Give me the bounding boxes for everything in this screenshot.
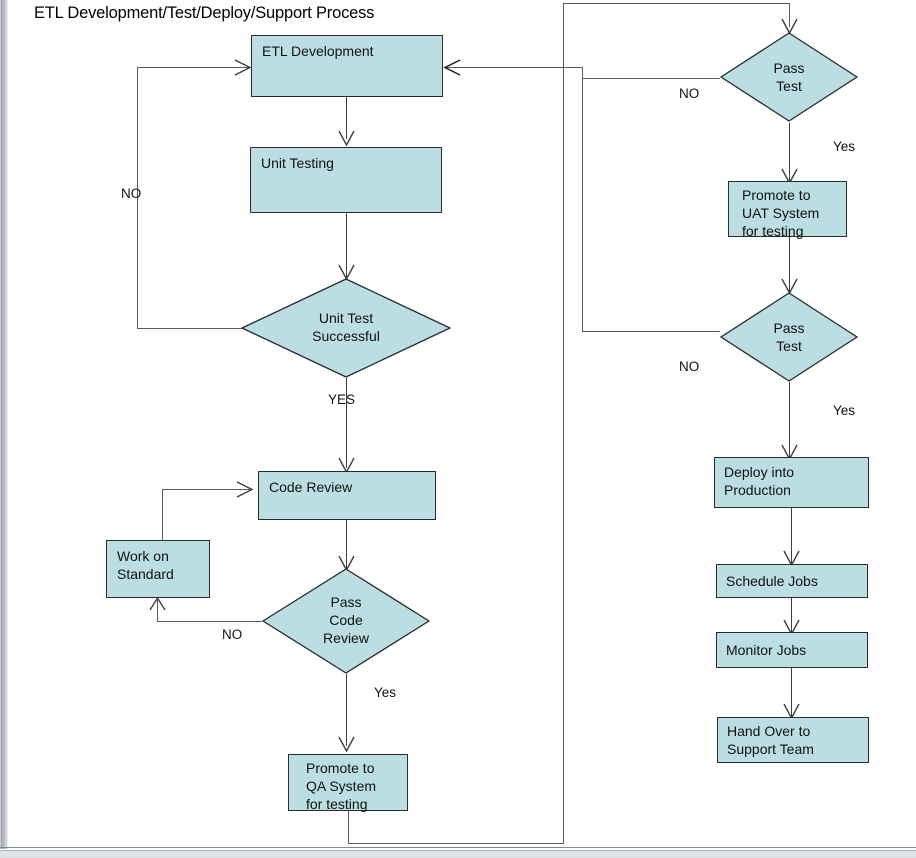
node-promote-to-uat[interactable]: Promote to UAT System for testing <box>728 181 847 239</box>
node-label-unit-test-successful: Unit Test Successful <box>312 310 380 344</box>
connector-code-review-to-decision <box>346 520 347 568</box>
connector-into-pass-test-qa <box>789 3 790 27</box>
node-schedule-jobs[interactable]: Schedule Jobs <box>716 564 868 598</box>
connector-code-review-no-horizontal <box>157 621 262 622</box>
connector-qa-top-to-pass-test <box>563 3 789 4</box>
node-label-pass-test-qa: Pass Test <box>773 60 805 94</box>
node-hand-over-to-support[interactable]: Hand Over to Support Team <box>717 717 869 763</box>
arrowhead-etl-development-left <box>234 59 252 76</box>
connector-uat-to-pass-test <box>789 237 790 293</box>
window-bottom-border <box>0 850 916 858</box>
connector-schedule-to-monitor <box>791 598 792 632</box>
node-label-schedule-jobs: Schedule Jobs <box>726 573 818 589</box>
arrowhead-work-on-standard <box>149 597 166 611</box>
node-unit-testing[interactable]: Unit Testing <box>250 147 442 213</box>
window-bottom-divider <box>0 847 916 848</box>
node-label-hand-over-to-support: Hand Over to Support Team <box>727 723 814 757</box>
connector-uat-test-no-horizontal <box>582 331 720 332</box>
node-label-promote-to-uat: Promote to UAT System for testing <box>742 187 820 239</box>
connector-qa-right <box>348 843 564 844</box>
connector-qa-test-no-horizontal <box>582 78 720 79</box>
node-work-on-standard[interactable]: Work on Standard <box>106 540 210 598</box>
window-right-border <box>909 0 916 849</box>
node-code-review[interactable]: Code Review <box>258 471 436 520</box>
connector-work-standard-to-code-review-vertical <box>162 489 163 540</box>
connector-qa-test-no-to-etl <box>444 67 583 68</box>
connector-uat-test-yes <box>789 382 790 457</box>
connector-qa-up-to-pass-test <box>563 3 564 844</box>
page-title: ETL Development/Test/Deploy/Support Proc… <box>34 4 375 22</box>
arrowhead-promote-to-qa <box>338 736 355 754</box>
node-promote-to-qa[interactable]: Promote to QA System for testing <box>288 754 408 812</box>
edge-label-qa-test-no: NO <box>679 86 700 101</box>
node-label-pass-code-review: Pass Code Review <box>323 594 369 646</box>
node-label-deploy-into-production: Deploy into Production <box>724 464 795 498</box>
edge-label-code-review-no: NO <box>222 627 243 642</box>
connector-unit-test-yes <box>346 378 347 468</box>
connector-qa-test-yes <box>789 123 790 181</box>
node-etl-development[interactable]: ETL Development <box>251 35 443 97</box>
edge-label-code-review-yes: Yes <box>374 685 397 700</box>
connector-unit-test-no-horizontal-top <box>137 67 250 68</box>
connector-work-standard-to-code-review-horizontal <box>162 489 250 490</box>
edge-label-qa-test-yes: Yes <box>833 139 856 154</box>
connector-etl-to-unit-testing <box>346 97 347 139</box>
edge-label-unit-test-no: NO <box>121 186 142 201</box>
connector-uat-test-no-vertical <box>582 67 583 332</box>
connector-code-review-yes <box>346 674 347 746</box>
node-label-unit-testing: Unit Testing <box>261 155 334 171</box>
node-label-monitor-jobs: Monitor Jobs <box>726 642 807 658</box>
node-label-etl-development: ETL Development <box>262 43 374 59</box>
connector-deploy-to-schedule <box>791 508 792 564</box>
node-deploy-into-production[interactable]: Deploy into Production <box>714 457 869 508</box>
connector-unit-test-no-vertical <box>137 67 138 329</box>
arrowhead-etl-development-right <box>443 59 461 76</box>
node-monitor-jobs[interactable]: Monitor Jobs <box>716 632 868 668</box>
node-label-work-on-standard: Work on Standard <box>117 548 174 582</box>
connector-unit-testing-to-decision <box>346 213 347 278</box>
node-pass-code-review[interactable]: Pass Code Review <box>262 568 430 674</box>
connector-unit-test-no-horizontal-bottom <box>137 328 250 329</box>
node-unit-test-successful[interactable]: Unit Test Successful <box>241 278 451 378</box>
node-label-promote-to-qa: Promote to QA System for testing <box>306 760 377 812</box>
node-pass-test-uat[interactable]: Pass Test <box>720 292 858 382</box>
arrowhead-code-review-left <box>236 481 254 498</box>
connector-code-review-no-vertical <box>157 600 158 622</box>
node-label-pass-test-uat: Pass Test <box>773 320 805 354</box>
node-pass-test-qa[interactable]: Pass Test <box>720 32 858 122</box>
connector-monitor-to-handover <box>791 668 792 718</box>
edge-label-uat-test-no: NO <box>679 359 700 374</box>
edge-label-uat-test-yes: Yes <box>833 403 856 418</box>
edge-label-unit-test-yes: YES <box>328 392 356 407</box>
arrowhead-unit-testing <box>338 130 355 148</box>
node-label-code-review: Code Review <box>269 479 353 495</box>
window-left-border <box>0 0 8 849</box>
connector-qa-down <box>348 811 349 844</box>
